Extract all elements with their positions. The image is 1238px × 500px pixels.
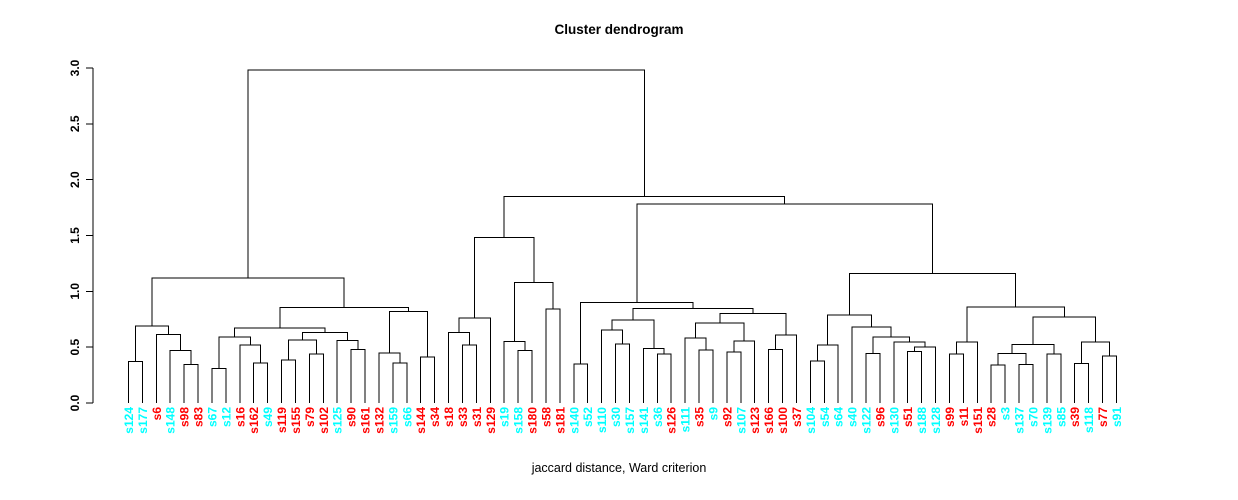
leaf-label: s16	[233, 407, 247, 427]
y-tick-label: 1.5	[68, 227, 82, 244]
leaf-label: s132	[372, 407, 386, 434]
leaf-label: s123	[748, 407, 762, 434]
leaf-label: s90	[345, 407, 359, 427]
leaf-label: s129	[484, 407, 498, 434]
leaf-label: s118	[1082, 407, 1096, 433]
leaf-label: s66	[400, 407, 414, 427]
leaf-label: s54	[818, 407, 832, 427]
leaf-label: s9	[706, 407, 720, 421]
leaf-label: s125	[331, 407, 345, 434]
y-tick-label: 2.0	[68, 171, 82, 188]
leaf-label: s39	[1068, 407, 1082, 427]
leaf-label: s30	[609, 407, 623, 427]
leaf-label: s11	[957, 407, 971, 427]
leaf-label: s28	[985, 407, 999, 427]
leaf-label: s130	[887, 407, 901, 434]
leaf-label: s96	[873, 407, 887, 427]
leaf-label: s52	[581, 407, 595, 427]
leaf-label: s100	[776, 407, 790, 434]
leaf-label: s159	[386, 407, 400, 434]
leaf-label: s180	[526, 407, 540, 434]
leaf-label: s58	[539, 407, 553, 427]
y-tick-label: 2.5	[68, 115, 82, 132]
leaf-label: s122	[859, 407, 873, 434]
leaf-label: s155	[289, 407, 303, 434]
leaf-label: s33	[456, 407, 470, 427]
leaf-label: s37	[790, 407, 804, 427]
leaf-label: s102	[317, 407, 331, 434]
leaf-label: s18	[442, 407, 456, 427]
leaf-label: s166	[762, 407, 776, 434]
leaf-label: s91	[1110, 407, 1124, 427]
leaf-label: s99	[943, 407, 957, 427]
leaf-label: s107	[734, 407, 748, 434]
y-tick-label: 0.0	[68, 394, 82, 411]
leaf-label: s104	[804, 407, 818, 434]
chart-title: Cluster dendrogram	[554, 22, 684, 37]
leaf-label: s6	[150, 407, 164, 421]
leaf-label: s158	[512, 407, 526, 434]
leaf-label: s110	[595, 407, 609, 433]
leaf-label: s126	[665, 407, 679, 434]
leaf-label: s70	[1026, 407, 1040, 427]
leaf-label: s141	[637, 407, 651, 434]
leaf-label: s85	[1054, 407, 1068, 427]
leaf-label: s98	[178, 407, 192, 427]
leaf-label: s77	[1096, 407, 1110, 427]
leaf-label: s111	[679, 407, 693, 433]
leaf-label: s34	[428, 407, 442, 427]
leaf-label: s148	[164, 407, 178, 434]
leaf-label: s40	[846, 407, 860, 427]
leaf-label: s49	[261, 407, 275, 427]
leaf-label: s64	[832, 407, 846, 427]
leaf-label: s188	[915, 407, 929, 434]
dendrogram-branches	[128, 69, 1117, 403]
leaf-label: s83	[192, 407, 206, 427]
leaf-label: s137	[1013, 407, 1027, 434]
leaf-label: s31	[470, 407, 484, 427]
leaf-label: s36	[651, 407, 665, 427]
leaf-label: s140	[567, 407, 581, 434]
leaf-label: s128	[929, 407, 943, 434]
leaf-label: s161	[359, 407, 373, 434]
leaf-label: s157	[623, 407, 637, 434]
y-tick-label: 0.5	[68, 339, 82, 356]
leaf-label: s35	[693, 407, 707, 427]
leaf-label: s181	[553, 407, 567, 434]
leaf-label: s124	[122, 407, 136, 434]
leaf-label: s12	[219, 407, 233, 427]
leaf-label: s3	[999, 407, 1013, 421]
leaf-label: s151	[971, 407, 985, 434]
leaf-label: s162	[247, 407, 261, 434]
leaf-label: s177	[136, 407, 150, 434]
x-axis-label: jaccard distance, Ward criterion	[531, 461, 707, 475]
leaf-label: s139	[1040, 407, 1054, 434]
leaf-label: s92	[720, 407, 734, 427]
leaf-label: s19	[498, 407, 512, 427]
leaf-label: s51	[901, 407, 915, 427]
leaf-label: s79	[303, 407, 317, 427]
y-tick-label: 3.0	[68, 59, 82, 76]
y-axis	[86, 67, 94, 404]
leaf-label: s119	[275, 407, 289, 433]
leaf-label: s144	[414, 407, 428, 434]
leaf-label: s67	[205, 407, 219, 427]
y-tick-label: 1.0	[68, 283, 82, 300]
